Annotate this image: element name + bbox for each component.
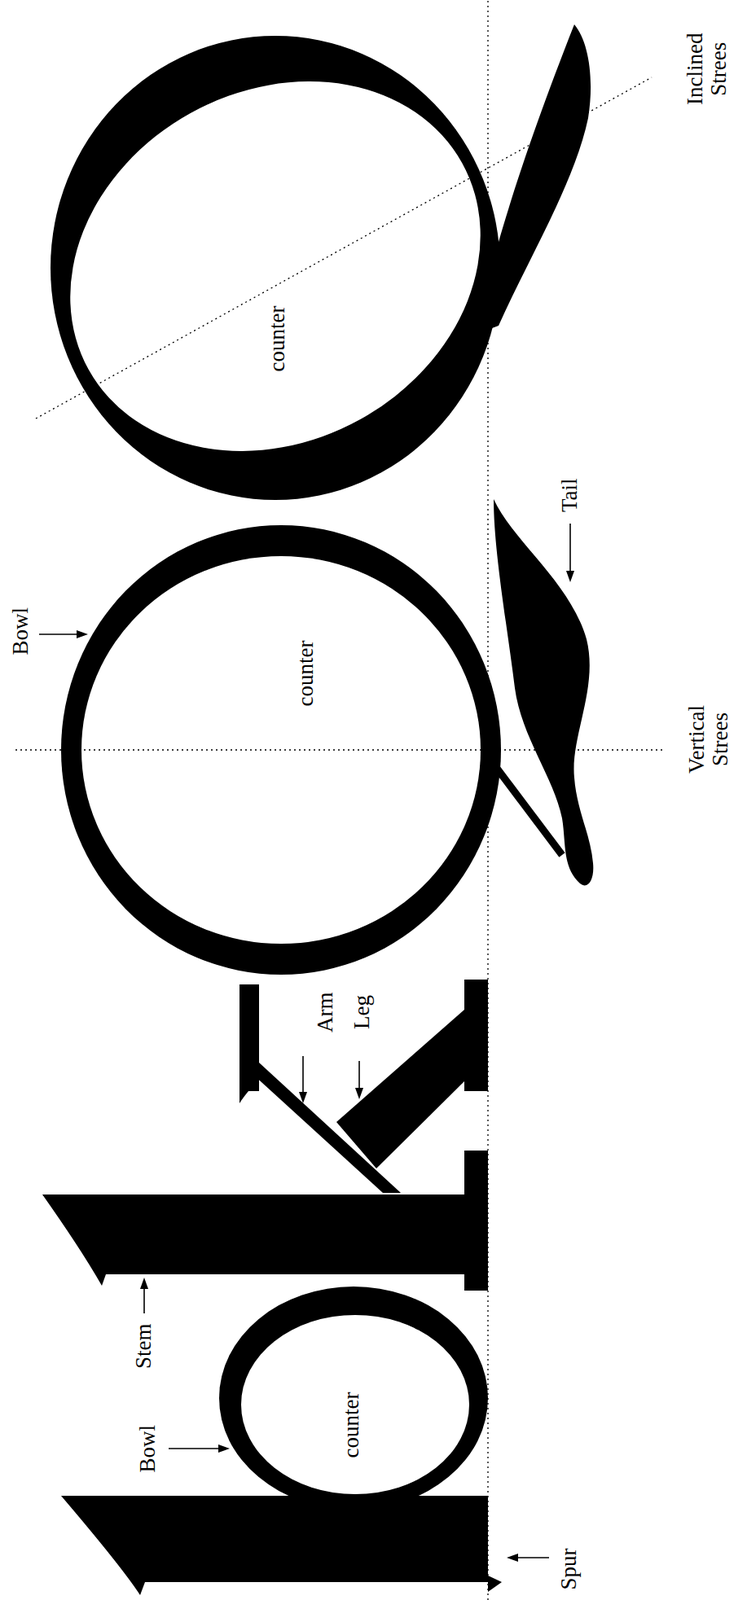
part-label: Arm <box>313 991 339 1036</box>
counter-label: counter <box>265 304 291 374</box>
spur <box>487 1576 502 1593</box>
inclined-stress-axis <box>35 77 652 419</box>
counter-label: counter <box>339 1391 365 1461</box>
letter-b <box>61 1287 502 1596</box>
part-label: Spur <box>557 1546 582 1592</box>
part-label: Bowl <box>136 1423 161 1476</box>
part-label: Tail <box>558 476 583 515</box>
letter-q-inclined <box>4 9 592 523</box>
guide-lines <box>15 0 664 1600</box>
part-label: Leg <box>350 993 375 1032</box>
counter-label: counter <box>294 639 319 709</box>
letter-q-vertical <box>61 499 594 976</box>
vertical-stress-axis <box>15 749 664 751</box>
stress-label: Inclined Strees <box>683 31 732 107</box>
letter-k <box>42 979 488 1292</box>
baseline <box>487 0 488 1600</box>
stress-label: Vertical Strees <box>685 703 734 776</box>
part-label: Bowl <box>8 606 34 658</box>
part-label: Stem <box>131 1322 157 1371</box>
leader-arrows <box>39 523 575 1563</box>
